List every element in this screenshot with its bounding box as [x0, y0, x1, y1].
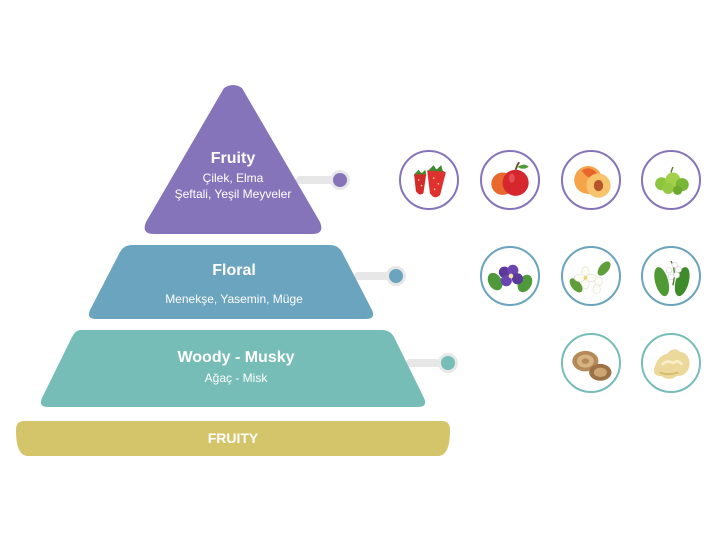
- tier-fruity-line-2: Şeftali, Yeşil Meyveler: [174, 187, 292, 201]
- apple-icon: [480, 150, 540, 210]
- tier-fruity-title: Fruity: [210, 150, 256, 167]
- tier-woody-shape: [40, 330, 426, 407]
- strawberry-icon: [399, 150, 459, 210]
- tier-fruity-text: Fruity Çilek, Elma Şeftali, Yeşil Meyvel…: [143, 150, 323, 202]
- musk-icon: [641, 333, 701, 393]
- tier-fruity-shape: [144, 85, 322, 234]
- wood-slice-icon: [561, 333, 621, 393]
- connector-floral: [354, 266, 406, 286]
- base-bar-shape: [16, 421, 450, 456]
- jasmine-icon: [561, 246, 621, 306]
- green-fruits-icon: [641, 150, 701, 210]
- lily-of-the-valley-icon: [641, 246, 701, 306]
- tier-floral-shape: [88, 245, 374, 319]
- base-label: FRUITY: [207, 430, 259, 446]
- violet-icon: [480, 246, 540, 306]
- tier-woody-title: Woody - Musky: [177, 349, 295, 366]
- tier-floral-title: Floral: [212, 262, 256, 279]
- connector-fruity: [296, 170, 350, 190]
- tier-woody-line-1: Ağaç - Misk: [204, 371, 268, 385]
- tier-woody-text: Woody - Musky Ağaç - Misk: [48, 349, 424, 386]
- tier-fruity-line-1: Çilek, Elma: [202, 171, 264, 185]
- tier-floral-line-1: Menekşe, Yasemin, Müge: [165, 292, 303, 306]
- connector-woody: [406, 353, 458, 373]
- tier-floral-text: Floral Menekşe, Yasemin, Müge: [96, 262, 372, 307]
- peach-icon: [561, 150, 621, 210]
